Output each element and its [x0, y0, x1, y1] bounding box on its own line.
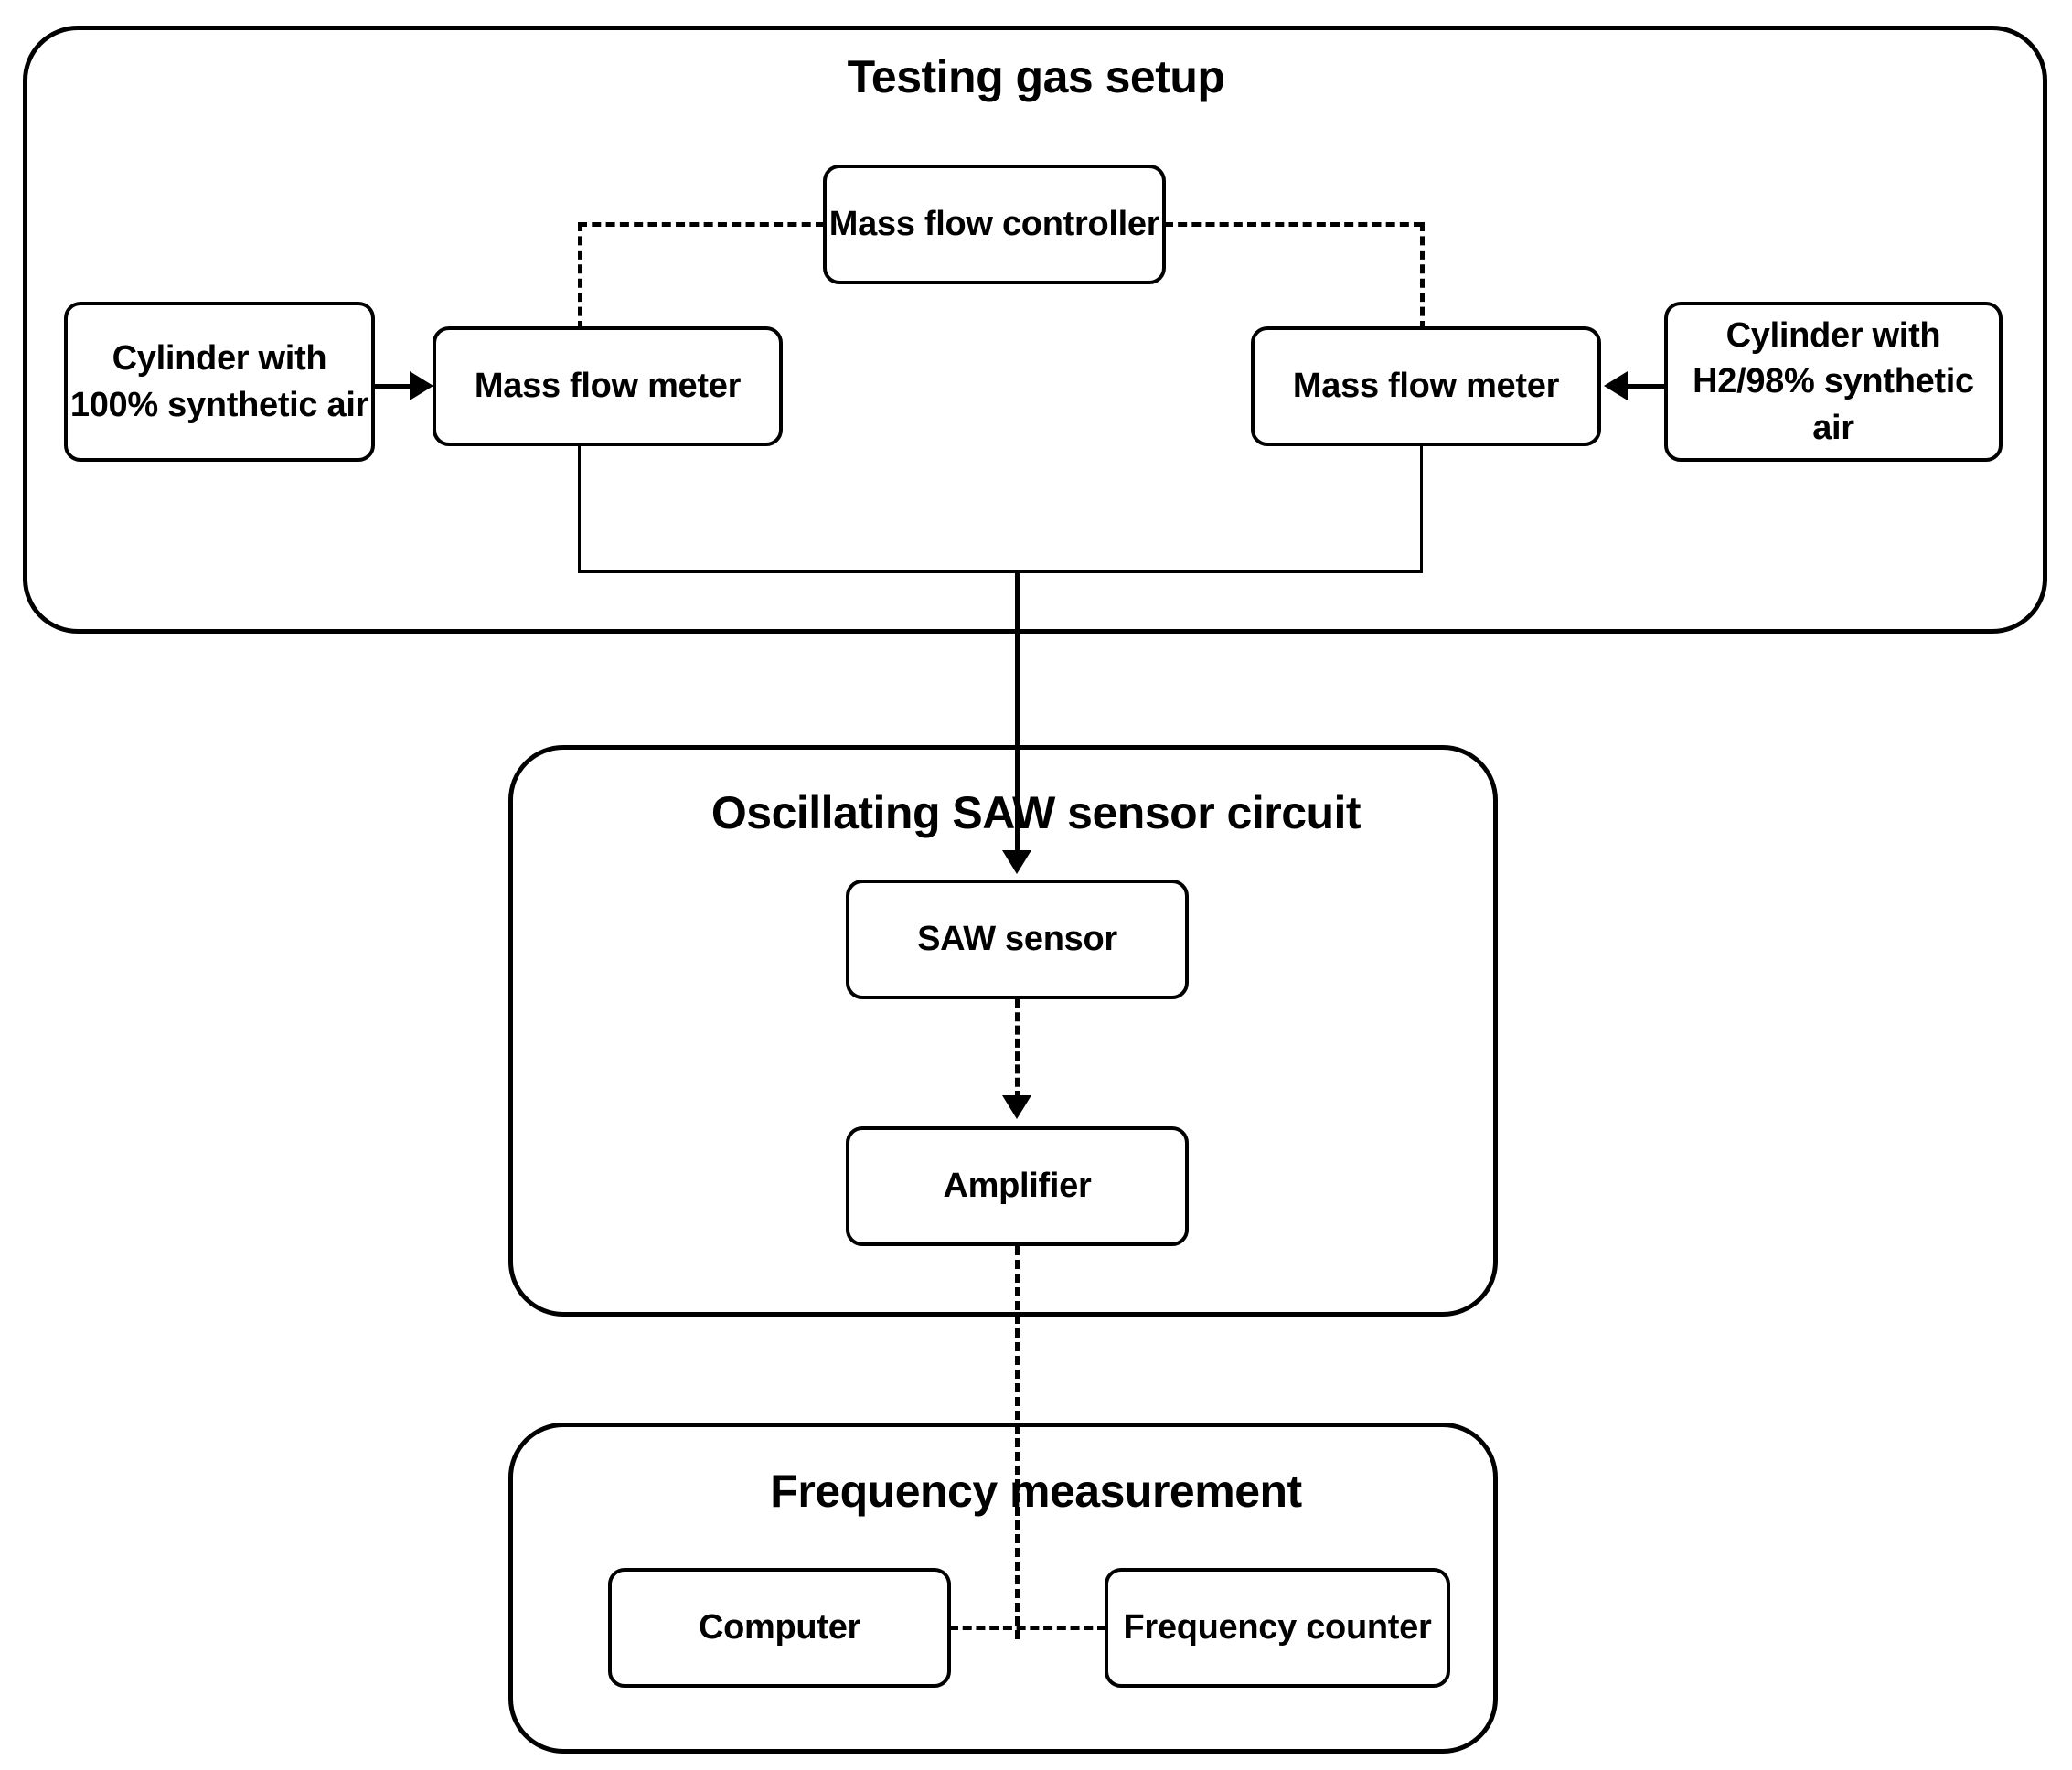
connector-computer-to-frequency-counter: [949, 1626, 1106, 1630]
group-title-oscillating-saw-sensor-circuit: Oscillating SAW sensor circuit: [710, 787, 1362, 838]
connector-controller-to-meter-left-horizontal: [578, 222, 825, 227]
arrow-left-icon: [1604, 371, 1628, 400]
connector-controller-to-meter-right-horizontal: [1164, 222, 1423, 227]
node-frequency-counter[interactable]: Frequency counter: [1105, 1568, 1450, 1688]
connector-gas-main-line: [1015, 570, 1020, 863]
group-testing-gas-setup: [23, 26, 2047, 634]
group-title-testing-gas-setup: Testing gas setup: [847, 51, 1225, 102]
node-mass-flow-meter-right[interactable]: Mass flow meter: [1251, 326, 1601, 446]
connector-h2-to-meter-right: [1628, 384, 1668, 389]
node-saw-sensor[interactable]: SAW sensor: [846, 880, 1189, 999]
arrow-down-icon: [1002, 850, 1031, 874]
connector-controller-to-meter-right-vertical: [1420, 222, 1425, 330]
arrow-right-icon: [410, 371, 433, 400]
group-frequency-measurement: [508, 1423, 1498, 1754]
connector-meter-right-downleg: [1420, 444, 1423, 572]
connector-gas-mixing-bus: [578, 570, 1423, 573]
node-cylinder-h2-synthetic-air[interactable]: Cylinder with H2/98% synthetic air: [1664, 302, 2003, 462]
connector-controller-to-meter-left-vertical: [578, 222, 582, 330]
node-mass-flow-controller[interactable]: Mass flow controller: [823, 165, 1166, 284]
node-mass-flow-meter-left[interactable]: Mass flow meter: [433, 326, 783, 446]
connector-saw-sensor-to-amplifier: [1015, 999, 1020, 1100]
connector-meter-left-downleg: [578, 444, 581, 572]
node-amplifier[interactable]: Amplifier: [846, 1126, 1189, 1246]
arrow-down-icon: [1002, 1095, 1031, 1119]
group-title-frequency-measurement: Frequency measurement: [770, 1466, 1302, 1517]
connector-amplifier-to-frequency-measurement: [1015, 1246, 1020, 1639]
group-oscillating-saw-sensor-circuit: [508, 745, 1498, 1317]
connector-air-to-meter-left: [375, 384, 411, 389]
node-computer[interactable]: Computer: [608, 1568, 951, 1688]
node-cylinder-synthetic-air[interactable]: Cylinder with 100% synthetic air: [64, 302, 375, 462]
